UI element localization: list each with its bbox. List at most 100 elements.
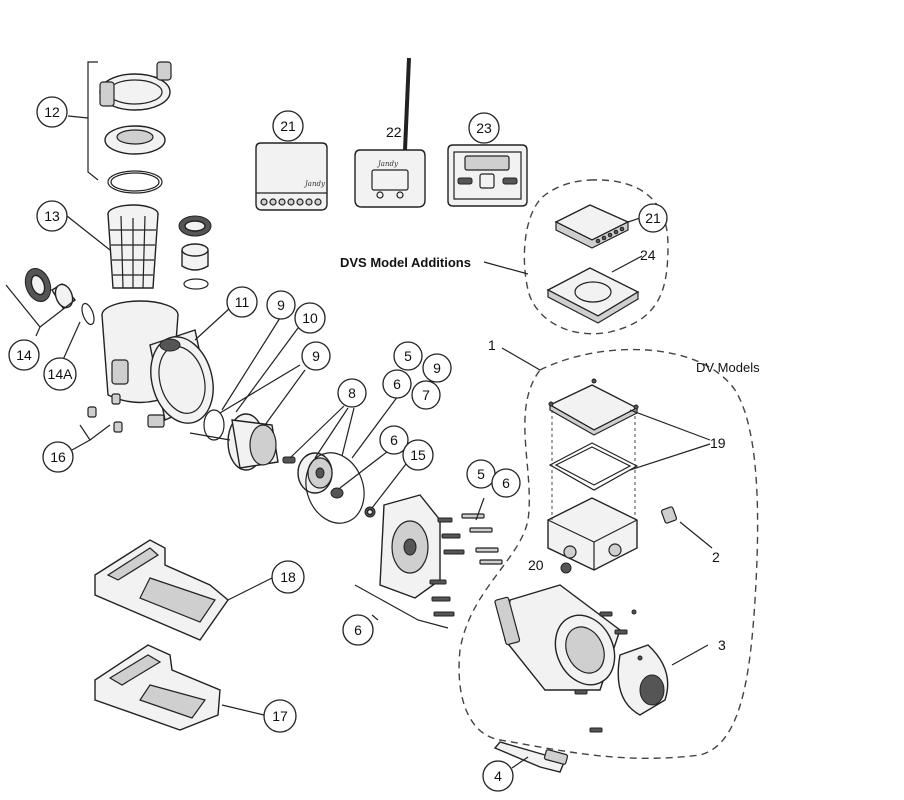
label-3: 3: [718, 637, 726, 653]
callout-16: 16: [42, 441, 74, 473]
leader-17: [221, 704, 265, 716]
callout-4: 4: [482, 760, 514, 792]
svg-text:17: 17: [272, 708, 288, 724]
svg-text:14: 14: [16, 347, 32, 363]
leader-19-2: [629, 443, 711, 471]
pump-base-part-18: [94, 539, 229, 641]
callout-15: 15: [402, 439, 434, 471]
leader-15: [371, 463, 407, 509]
label-24: 24: [640, 247, 656, 263]
leader-18: [227, 577, 273, 601]
leader-6b-1: [339, 447, 393, 489]
leader-24: [611, 255, 643, 273]
cover-plate-19-part: [548, 378, 639, 436]
svg-text:6: 6: [393, 376, 401, 392]
dv-models-outline: [458, 348, 759, 759]
callout-23: 23: [468, 112, 500, 144]
callout-18: 18: [271, 560, 305, 594]
callout-17: 17: [263, 699, 297, 733]
union-part: [24, 268, 95, 326]
callout-6d: 6: [342, 614, 374, 646]
svg-text:6: 6: [354, 622, 362, 638]
leader-9b-2: [264, 369, 306, 426]
callout-9a: 9: [266, 290, 296, 320]
drain-plugs-part: [87, 393, 123, 433]
callout-14: 14: [8, 339, 40, 371]
lid-assembly-part: [99, 61, 172, 194]
union-fitting-part: [178, 215, 212, 290]
dvs-additions-label: DVS Model Additions: [340, 255, 471, 270]
leader-1: [501, 347, 541, 371]
svg-text:15: 15: [410, 447, 426, 463]
junction-box-part: [547, 410, 638, 571]
leader-19-1: [629, 409, 711, 441]
svg-text:6: 6: [502, 475, 510, 491]
label-22: 22: [386, 124, 402, 140]
leader-14: [35, 326, 41, 337]
callout-21a: 21: [272, 110, 304, 142]
pump-housing-part: [101, 300, 214, 428]
seal-plate-part: [379, 494, 503, 617]
callout-5a: 5: [393, 341, 423, 371]
svg-text:21: 21: [645, 210, 661, 226]
leader-21b: [627, 217, 641, 223]
callout-8: 8: [337, 378, 367, 408]
fitting-2-part: [660, 506, 678, 524]
leader-9a: [221, 317, 281, 411]
leader-10: [235, 327, 299, 413]
leader-16: [71, 439, 91, 451]
svg-text:7: 7: [422, 387, 430, 403]
svg-text:9: 9: [312, 348, 320, 364]
svg-text:10: 10: [302, 310, 318, 326]
svg-text:8: 8: [348, 385, 356, 401]
leader-14a: [61, 321, 81, 363]
callout-6c: 6: [491, 468, 521, 498]
svg-text:5: 5: [404, 348, 412, 364]
callout-6b: 6: [379, 425, 409, 455]
leader-11: [194, 307, 231, 341]
svg-text:12: 12: [44, 104, 60, 120]
leader-4: [511, 756, 529, 769]
svg-text:23: 23: [476, 120, 492, 136]
leader-6d: [371, 614, 379, 621]
bracket-12: [87, 61, 99, 181]
svg-text:11: 11: [235, 294, 250, 310]
controller-21-dvs-part: [554, 204, 630, 249]
svg-text:13: 13: [44, 208, 60, 224]
jandy-logo-22: Jandy: [376, 160, 399, 168]
impeller-part: [282, 452, 376, 524]
label-2: 2: [712, 549, 720, 565]
jandy-logo-21: Jandy: [303, 180, 326, 188]
leader-8-3: [341, 407, 355, 457]
controller-23-part: [447, 144, 528, 207]
leader-9b-1: [219, 364, 301, 414]
svg-text:5: 5: [477, 466, 485, 482]
callout-21b: 21: [638, 203, 668, 233]
callout-6a: 6: [382, 369, 412, 399]
svg-text:9: 9: [277, 297, 285, 313]
leader-12: [67, 115, 89, 119]
controller-21-part: Jandy: [255, 142, 328, 211]
leader-8-2: [314, 407, 349, 459]
callout-9c: 9: [422, 353, 452, 383]
leader-dvs: [483, 261, 529, 275]
label-20: 20: [528, 557, 544, 573]
callout-14a: 14A: [43, 357, 77, 391]
svg-text:16: 16: [50, 449, 66, 465]
callout-5b: 5: [466, 459, 496, 489]
leader-2: [679, 521, 713, 549]
svg-text:4: 4: [494, 768, 502, 784]
dv-models-label: DV Models: [696, 360, 760, 375]
leader-3: [671, 644, 709, 666]
bracket-16: [79, 424, 111, 441]
callout-7: 7: [411, 380, 441, 410]
callout-9b: 9: [301, 341, 331, 371]
svg-text:21: 21: [280, 118, 296, 134]
wrench-part: [493, 741, 569, 773]
bracket-6d: [354, 584, 449, 629]
adapter-plate-24-part: [546, 267, 640, 324]
svg-text:14A: 14A: [48, 366, 74, 382]
leader-7: [351, 395, 399, 459]
svg-text:9: 9: [433, 360, 441, 376]
label-19: 19: [710, 435, 726, 451]
